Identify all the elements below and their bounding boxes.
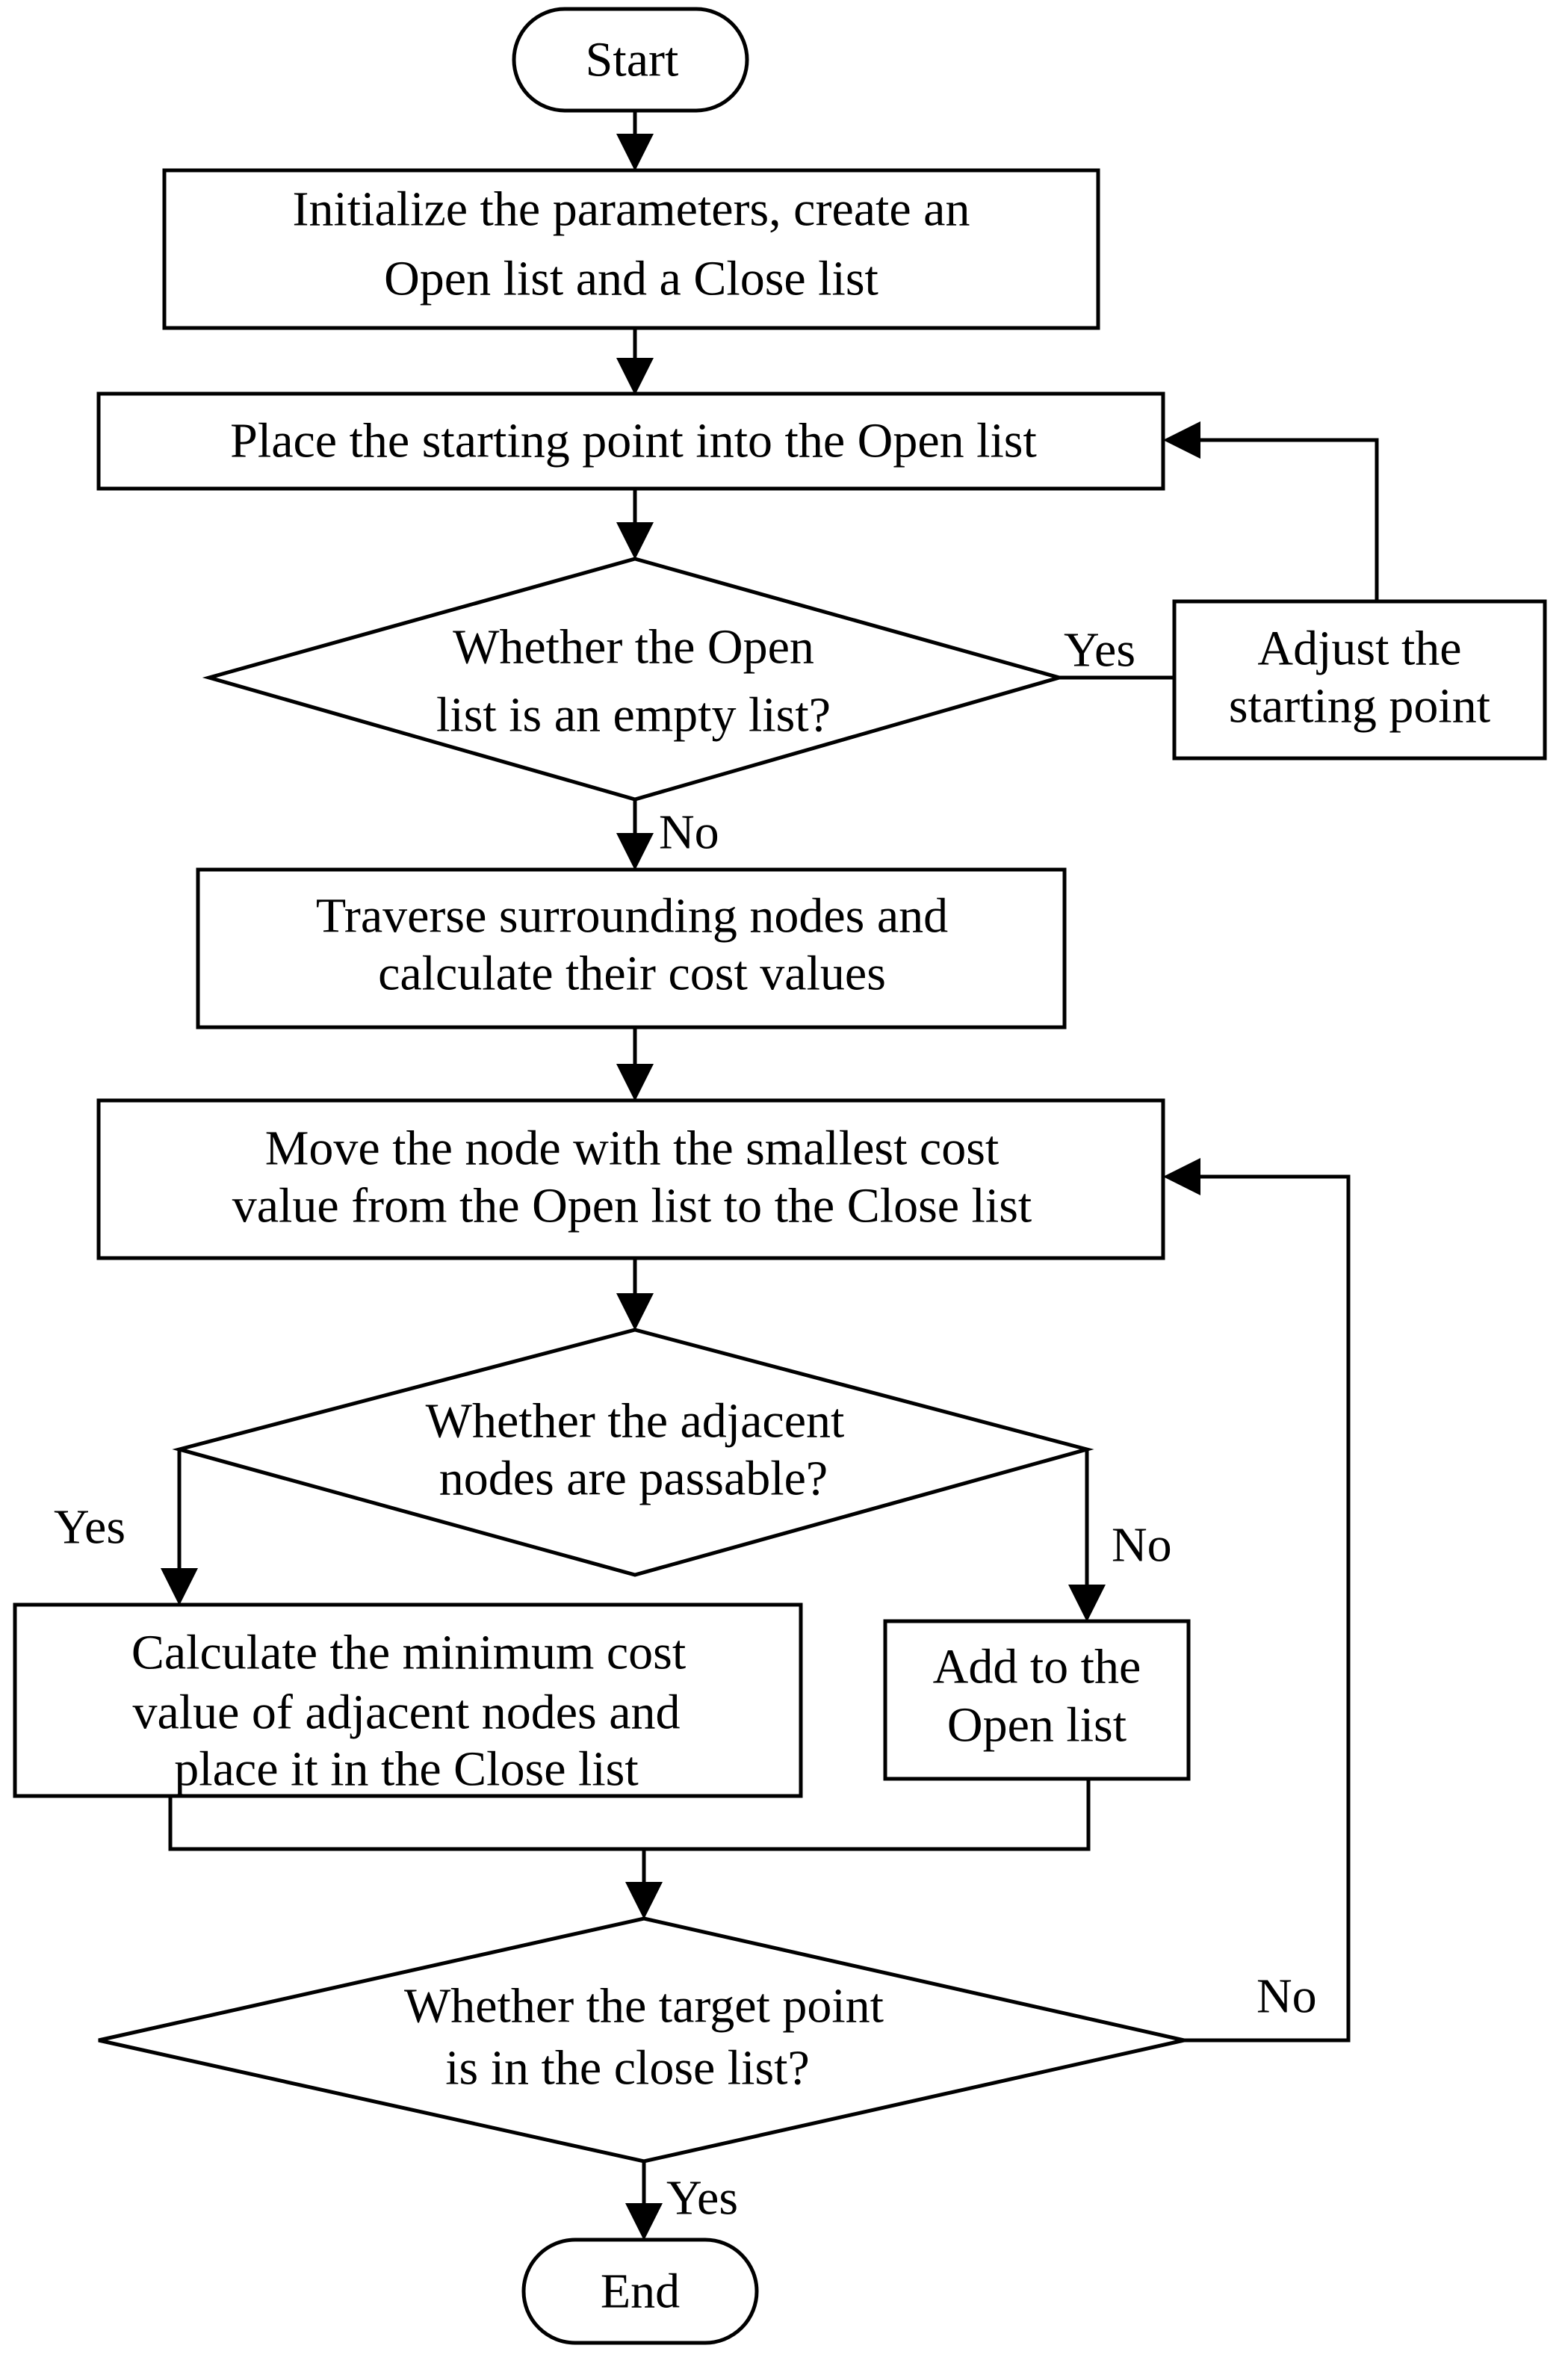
label-target-yes: Yes — [666, 2171, 738, 2226]
node-traverse: Traverse surrounding nodes and calculate… — [196, 867, 1067, 1029]
open-empty-line-2: list is an empty list? — [436, 688, 831, 743]
init-line-2: Open list and a Close list — [384, 252, 878, 306]
label-empty-no: No — [659, 805, 719, 860]
target-line-1: Whether the target point — [404, 1979, 884, 2034]
calc-min-line-1: Calculate the minimum cost — [131, 1626, 686, 1680]
connectors — [161, 111, 1379, 2241]
process-add-open — [883, 1619, 1191, 1781]
node-place-start: Place the starting point into the Open l… — [96, 391, 1165, 491]
process-move-node — [96, 1098, 1165, 1260]
node-calc-min: Calculate the minimum cost value of adja… — [13, 1602, 803, 1798]
node-add-open: Add to the Open list — [883, 1619, 1191, 1781]
node-adjust-start: Adjust the starting point — [1172, 599, 1547, 761]
end-label: End — [601, 2264, 680, 2319]
calc-min-line-2: value of adjacent nodes and — [132, 1685, 680, 1740]
terminator-end — [521, 2238, 759, 2345]
process-calc-min — [13, 1602, 803, 1798]
edge-merge-lines — [168, 1779, 1091, 1851]
terminator-start — [512, 7, 749, 113]
process-init — [162, 168, 1100, 330]
node-decision-open-empty: Whether the Open list is an empty list? — [202, 557, 1067, 802]
adjacent-line-1: Whether the adjacent — [426, 1394, 845, 1449]
node-decision-adjacent: Whether the adjacent nodes are passable? — [172, 1328, 1094, 1577]
calc-min-line-3: place it in the Close list — [174, 1742, 638, 1797]
edge-labels: Yes No Yes No No Yes — [54, 623, 1317, 2226]
node-move-node: Move the node with the smallest cost val… — [96, 1098, 1165, 1260]
node-init: Initialize the parameters, create an Ope… — [162, 168, 1100, 330]
label-passable-no: No — [1112, 1518, 1172, 1573]
process-adjust-start — [1172, 599, 1547, 761]
decision-open-empty — [202, 557, 1067, 802]
node-start: Start — [512, 7, 749, 113]
move-node-line-1: Move the node with the smallest cost — [265, 1121, 1000, 1176]
decision-target-in-close — [98, 1916, 1185, 2164]
label-empty-yes: Yes — [1064, 623, 1135, 678]
label-target-no: No — [1256, 1969, 1317, 2024]
start-label: Start — [586, 33, 679, 87]
node-decision-target: Whether the target point is in the close… — [98, 1916, 1185, 2164]
open-empty-line-1: Whether the Open — [453, 620, 814, 675]
add-open-line-1: Add to the — [933, 1640, 1141, 1694]
process-traverse — [196, 867, 1067, 1029]
edge-target-no-to-move — [1163, 1158, 1351, 2043]
traverse-line-2: calculate their cost values — [378, 947, 886, 1001]
node-end: End — [521, 2238, 759, 2345]
place-start-label: Place the starting point into the Open l… — [230, 414, 1037, 468]
decision-adjacent-passable — [172, 1328, 1094, 1577]
process-place-start — [96, 391, 1165, 491]
adjust-start-line-1: Adjust the — [1257, 622, 1461, 676]
edge-adjust-to-place — [1163, 421, 1379, 601]
move-node-line-2: value from the Open list to the Close li… — [232, 1179, 1032, 1233]
adjust-start-line-2: starting point — [1229, 679, 1490, 734]
adjacent-line-2: nodes are passable? — [439, 1452, 828, 1506]
label-passable-yes: Yes — [54, 1500, 125, 1555]
traverse-line-1: Traverse surrounding nodes and — [316, 889, 948, 944]
add-open-line-2: Open list — [947, 1698, 1127, 1753]
target-line-2: is in the close list? — [445, 2041, 810, 2096]
init-line-1: Initialize the parameters, create an — [293, 182, 970, 237]
